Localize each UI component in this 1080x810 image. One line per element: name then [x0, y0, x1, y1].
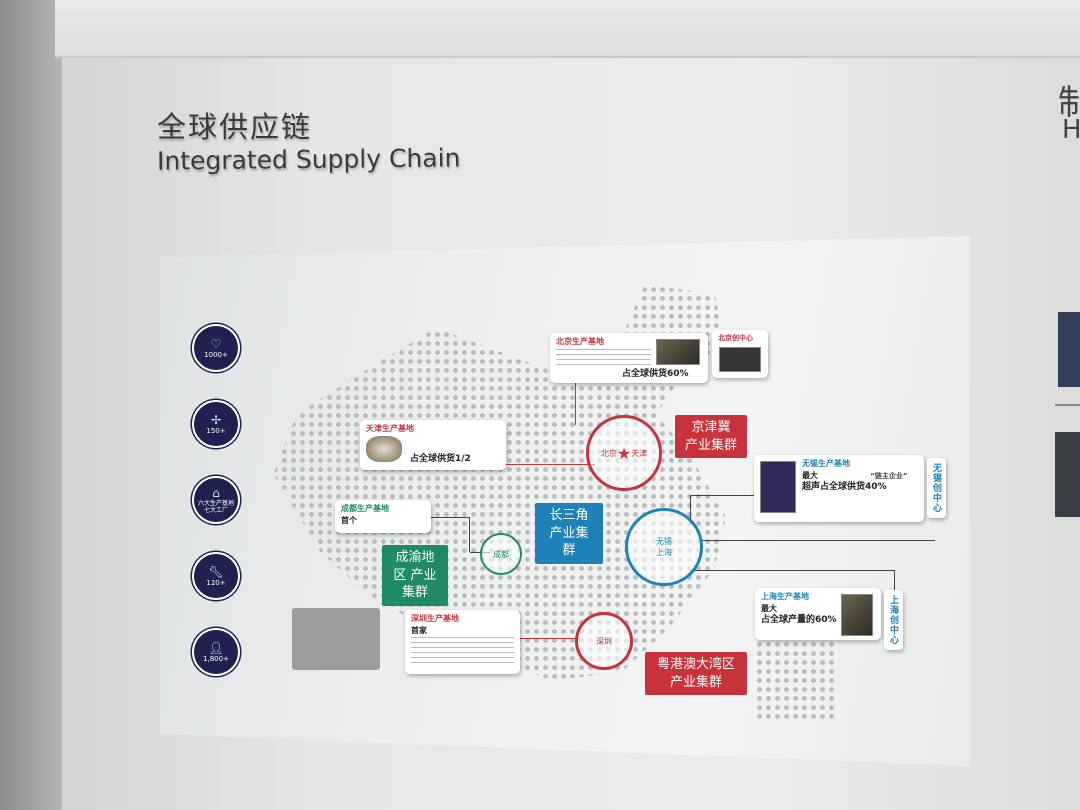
- card-beijing-center: 北京创中心: [712, 330, 768, 378]
- cluster-jingjinji: 京津冀 产业集群: [675, 415, 747, 459]
- card-highlight: 首个: [341, 516, 357, 526]
- person-icon: 👤︎: [208, 640, 224, 655]
- card-highlight: 最大: [761, 604, 777, 614]
- card-tianjin-base: 天津生产基地 占全球供货1/2: [360, 420, 506, 470]
- card-highlight: 首家: [411, 626, 427, 636]
- next-panel-title-cn: 制: [1058, 83, 1080, 123]
- card-body-text: [556, 349, 651, 368]
- stat-circle: 🔧︎120+: [192, 552, 240, 600]
- plaque-photo: [719, 347, 761, 372]
- connector-line: [505, 445, 595, 465]
- divider: [1055, 404, 1080, 406]
- ring-jingjinji: 北京★天津: [586, 415, 662, 491]
- left-wall: [0, 0, 62, 810]
- card-title: 天津生产基地: [366, 424, 414, 433]
- card-quote: “链主企业”: [870, 472, 908, 481]
- city-label: 天津: [631, 448, 648, 458]
- card-shanghai-base: 上海生产基地 最大 占全球产量的60%: [755, 588, 881, 640]
- connector-line: [520, 638, 580, 639]
- card-stat: 占全球供货60%: [622, 369, 689, 379]
- card-title: 成都生产基地: [341, 504, 389, 513]
- card-title: 上海生产基地: [761, 592, 809, 601]
- plaque-photo: [656, 339, 700, 365]
- city-label: 无锡: [656, 537, 672, 546]
- card-title: 无锡生产基地: [802, 459, 850, 468]
- star-icon: ★: [616, 443, 632, 463]
- card-beijing-base: 北京生产基地 占全球供货60%: [550, 333, 708, 383]
- card-title: 深圳生产基地: [411, 614, 459, 623]
- stat-circle: 👤︎1,800+: [192, 628, 240, 676]
- city-label: 成都: [493, 549, 509, 559]
- propeller-icon: ✢: [210, 412, 222, 427]
- card-chengdu-base: 成都生产基地 首个: [335, 500, 431, 533]
- wrench-icon: 🔧︎: [208, 564, 224, 579]
- stat-text: 六大生产基地 七大工厂: [198, 500, 235, 515]
- connector-line: [430, 517, 470, 552]
- card-title: 北京生产基地: [556, 337, 604, 346]
- ring-shenzhen: 深圳: [575, 612, 633, 670]
- card-stat: 占全球供货1/2: [410, 454, 471, 464]
- card-highlight: 最大: [802, 471, 818, 481]
- cluster-gba: 粤港澳大湾区 产业集群: [645, 652, 747, 696]
- card-shenzhen-base: 深圳生产基地 首家: [405, 610, 520, 674]
- connector-line: [700, 540, 935, 541]
- ring-chengdu: 成都: [480, 533, 522, 575]
- city-label: 上海: [656, 548, 672, 557]
- heart-icon: ♡: [210, 336, 222, 351]
- city-label: 深圳: [596, 636, 612, 646]
- stat-circle: ✢150+: [192, 400, 240, 448]
- title-chinese: 全球供应链: [157, 110, 313, 144]
- stat-text: 1,800+: [203, 655, 229, 663]
- stat-text: 150+: [206, 427, 226, 435]
- house-icon: ⌂: [212, 485, 220, 500]
- cluster-chengyu: 成渝地区 产业集群: [382, 545, 448, 606]
- cluster-yangtze: 长三角 产业集群: [535, 503, 603, 564]
- next-panel-title-en: H: [1062, 115, 1080, 145]
- stat-text: 120+: [206, 579, 226, 587]
- product-photo: [366, 436, 402, 462]
- city-label: 北京: [600, 448, 617, 458]
- connector-line: [575, 380, 576, 425]
- ceiling-beam: [55, 0, 1080, 58]
- ring-yangtze: 无锡上海: [625, 508, 703, 586]
- card-title: 北京创中心: [718, 334, 753, 342]
- product-photo: [760, 461, 796, 513]
- card-wuxi-center: 无锡创中心: [927, 458, 946, 518]
- next-panel-photo: [1055, 432, 1080, 517]
- cooperation-plaque: [292, 608, 380, 670]
- stat-text: 1000+: [204, 351, 228, 359]
- card-body-text: [411, 636, 514, 663]
- stat-circle: ♡1000+: [192, 324, 240, 372]
- plaque-photo: [841, 594, 873, 636]
- card-stat: 超声占全球供货40%: [802, 481, 887, 492]
- card-wuxi-base: 无锡生产基地 最大 “链主企业” 超声占全球供货40%: [754, 455, 924, 522]
- connector-line: [690, 570, 895, 605]
- card-shanghai-center: 上海创中心: [884, 590, 903, 650]
- next-panel-photo: [1058, 312, 1080, 387]
- connector-line: [690, 495, 755, 525]
- card-stat: 占全球产量的60%: [761, 614, 837, 625]
- dotted-islands: [755, 640, 835, 720]
- title-english: Integrated Supply Chain: [156, 143, 461, 176]
- stat-circle: ⌂六大生产基地 七大工厂: [192, 476, 240, 524]
